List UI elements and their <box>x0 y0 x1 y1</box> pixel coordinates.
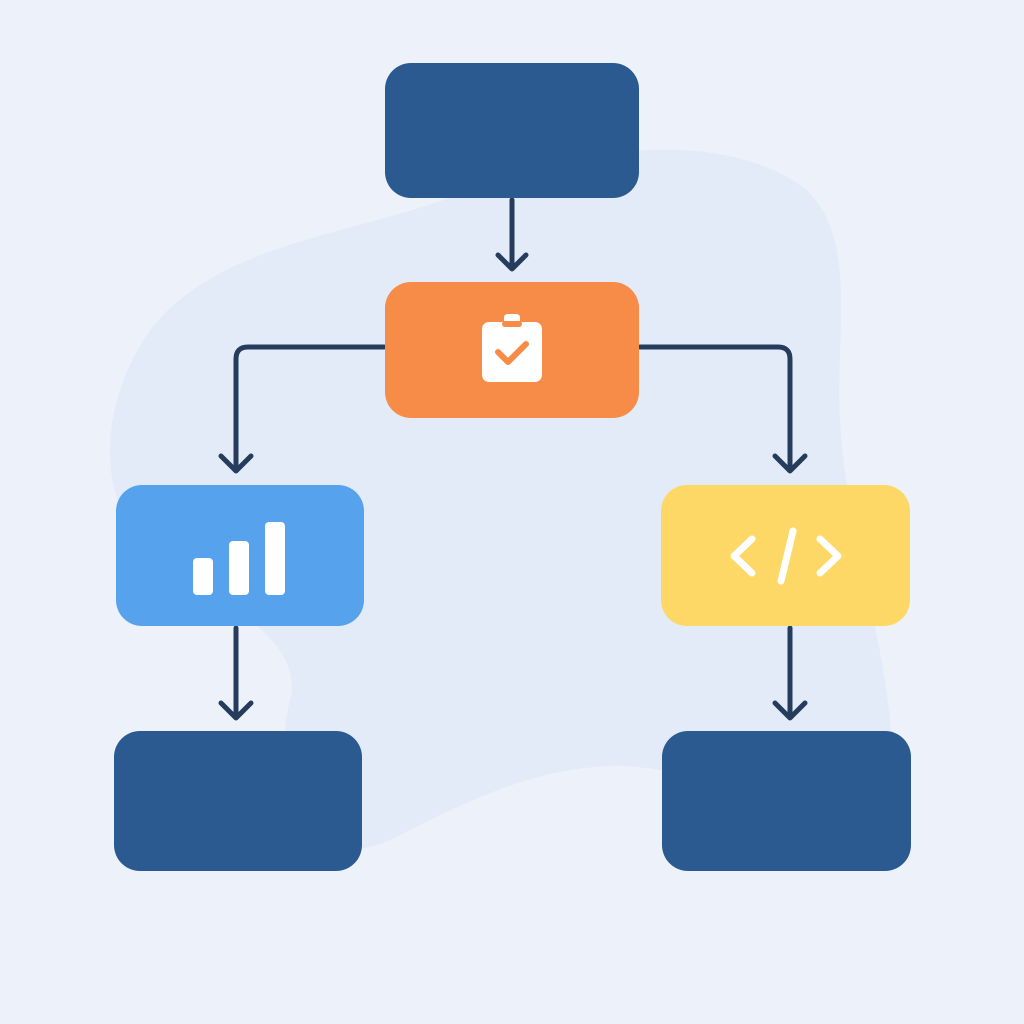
review-node[interactable] <box>385 282 639 418</box>
arrowhead-review <box>495 252 529 272</box>
top-node[interactable] <box>385 63 639 198</box>
background-blob <box>109 149 891 850</box>
code-node[interactable] <box>661 485 910 626</box>
arrowhead-bottom-right <box>772 700 808 721</box>
connector-review-to-analytics <box>233 344 387 473</box>
bottom-right-node[interactable] <box>662 731 911 871</box>
bottom-left-node[interactable] <box>114 731 362 871</box>
connector-review-to-code <box>637 344 793 473</box>
connectors <box>218 197 808 721</box>
clipboard-check-icon <box>482 314 542 382</box>
arrowhead-code <box>772 453 808 474</box>
bar-chart-icon <box>193 521 285 595</box>
arrowhead-bottom-left <box>218 700 254 721</box>
code-brackets-icon <box>730 527 841 584</box>
arrowhead-analytics <box>218 453 254 474</box>
analytics-node[interactable] <box>116 485 364 626</box>
